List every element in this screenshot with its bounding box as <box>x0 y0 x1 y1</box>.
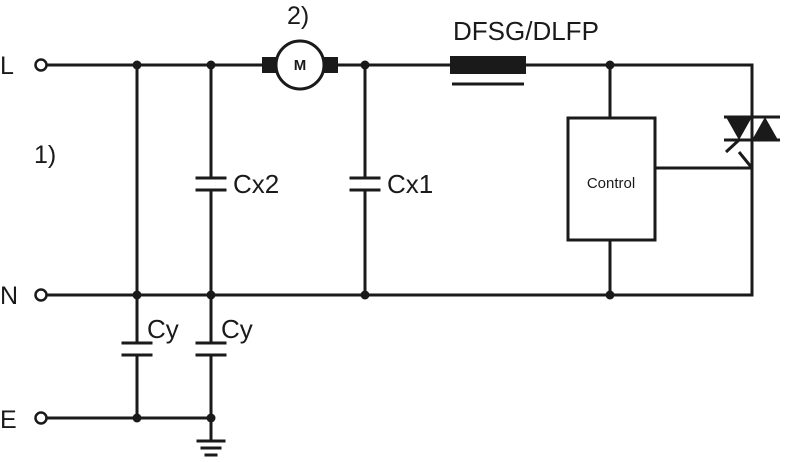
junction-dot <box>360 60 370 70</box>
junction-dot <box>360 290 370 300</box>
junction-dot <box>132 290 142 300</box>
terminal-n-icon <box>34 288 48 302</box>
motor-label: M <box>294 57 307 74</box>
cx1-label: Cx1 <box>387 169 433 199</box>
choke-label: DFSG/DLFP <box>453 16 599 46</box>
cy-left-label: Cy <box>147 314 179 344</box>
junction-dot <box>605 290 615 300</box>
terminal-l-label: L <box>0 52 14 80</box>
junction-dot <box>605 60 615 70</box>
cx2-label: Cx2 <box>233 169 279 199</box>
junction-dot <box>132 413 142 423</box>
note-2-label: 2) <box>287 2 309 30</box>
terminal-l-icon <box>34 58 48 72</box>
terminal-e-label: E <box>0 406 17 434</box>
control-box <box>566 116 657 242</box>
choke-icon <box>450 56 526 86</box>
junction-dot <box>206 413 216 423</box>
junction-dot <box>132 60 142 70</box>
triac-icon <box>724 115 780 169</box>
motor-icon <box>262 39 338 91</box>
junction-dot <box>206 290 216 300</box>
terminal-e-icon <box>34 411 48 425</box>
control-label: Control <box>587 175 635 192</box>
cy-right-label: Cy <box>221 314 253 344</box>
note-1-label: 1) <box>34 141 56 169</box>
junction-dot <box>206 60 216 70</box>
terminal-n-label: N <box>0 282 18 310</box>
